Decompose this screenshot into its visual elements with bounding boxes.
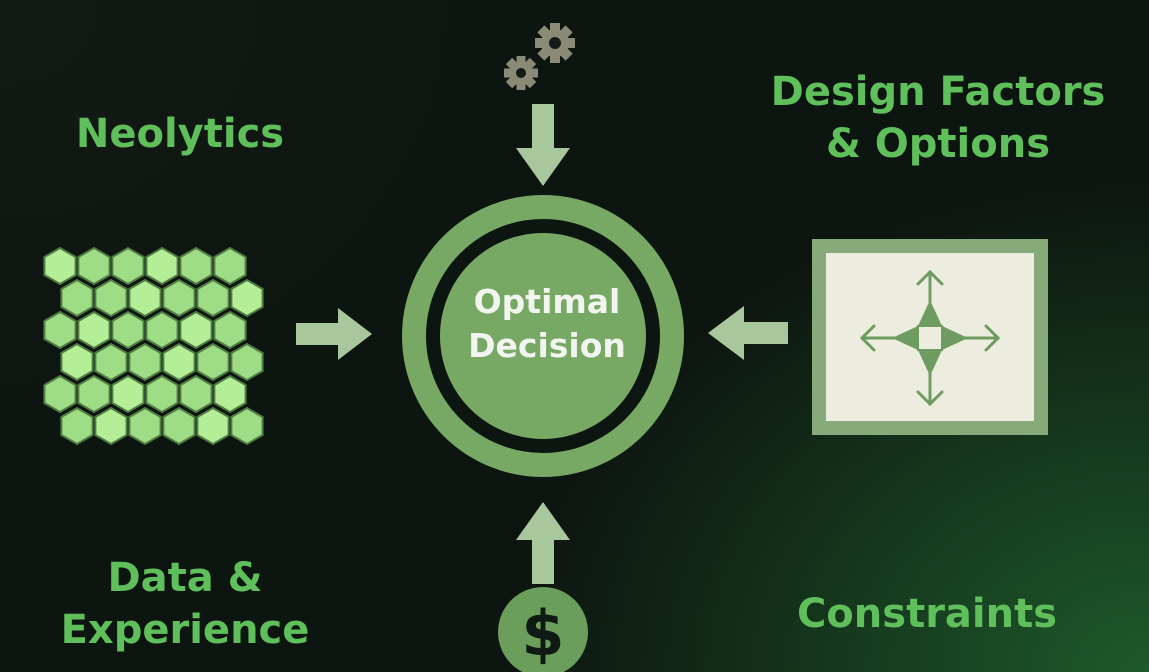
hexagon-cell: [94, 342, 128, 382]
hexagon-cell: [94, 278, 128, 318]
hexagon-cell: [128, 278, 162, 318]
gears-icon: [504, 23, 575, 90]
hexagon-cell: [111, 374, 145, 414]
hexagon-cell: [213, 310, 247, 350]
design-factors-label-line1: Design Factors: [770, 69, 1106, 115]
center-label-line1: Optimal: [473, 282, 621, 321]
hexagon-cell: [179, 246, 213, 286]
hexagon-cell: [77, 246, 111, 286]
hexagon-cell: [162, 342, 196, 382]
hexagon-cell: [145, 246, 179, 286]
hexagon-cell: [196, 406, 230, 446]
neolytics-label-text: Neolytics: [75, 111, 285, 157]
hexagon-cell: [162, 406, 196, 446]
dollar-coin-icon: $: [498, 587, 588, 672]
hexagon-cell: [128, 406, 162, 446]
hexagon-cell: [60, 406, 94, 446]
arrow-down-top: [516, 104, 570, 186]
hexagon-cell: [60, 278, 94, 318]
arrow-left-right: [708, 306, 788, 360]
hexagon-cell: [145, 310, 179, 350]
hexagon-cell: [128, 342, 162, 382]
hexagon-cell: [213, 246, 247, 286]
hexagon-cell: [111, 246, 145, 286]
hexagon-cell: [77, 374, 111, 414]
hexagon-cell: [111, 310, 145, 350]
hexagon-cell: [179, 374, 213, 414]
design-factors-label-line2: & Options: [825, 121, 1051, 167]
hexagon-cell: [43, 374, 77, 414]
hexagon-cell: [230, 278, 264, 318]
hexagon-cell: [43, 310, 77, 350]
neolytics-label: Neolytics: [40, 108, 320, 160]
hexagon-cell: [145, 374, 179, 414]
hexagon-cell: [230, 406, 264, 446]
data-experience-label: Data & Experience: [40, 552, 330, 656]
arrow-up-bottom: [516, 502, 570, 584]
center-label-line2: Decision: [468, 326, 626, 365]
hexagon-cell: [43, 246, 77, 286]
data-experience-label-line2: Experience: [60, 607, 310, 653]
center-circle: [402, 195, 684, 477]
svg-text:$: $: [521, 597, 564, 670]
hexagon-cell: [179, 310, 213, 350]
design-factors-label: Design Factors & Options: [738, 66, 1138, 170]
constraints-label-text: Constraints: [796, 591, 1058, 637]
hexagon-cell: [94, 406, 128, 446]
hexagon-grid-icon: [43, 246, 264, 446]
optimal-decision-label: Optimal Decision: [447, 280, 647, 368]
hexagon-cell: [213, 374, 247, 414]
constraints-label: Constraints: [752, 588, 1102, 640]
hexagon-cell: [60, 342, 94, 382]
hexagon-cell: [162, 278, 196, 318]
hexagon-cell: [196, 342, 230, 382]
hexagon-cell: [230, 342, 264, 382]
hexagon-cell: [196, 278, 230, 318]
four-way-arrows-icon: [812, 239, 1048, 435]
hexagon-cell: [77, 310, 111, 350]
arrow-right-left: [296, 308, 372, 360]
data-experience-label-line1: Data &: [107, 555, 263, 601]
